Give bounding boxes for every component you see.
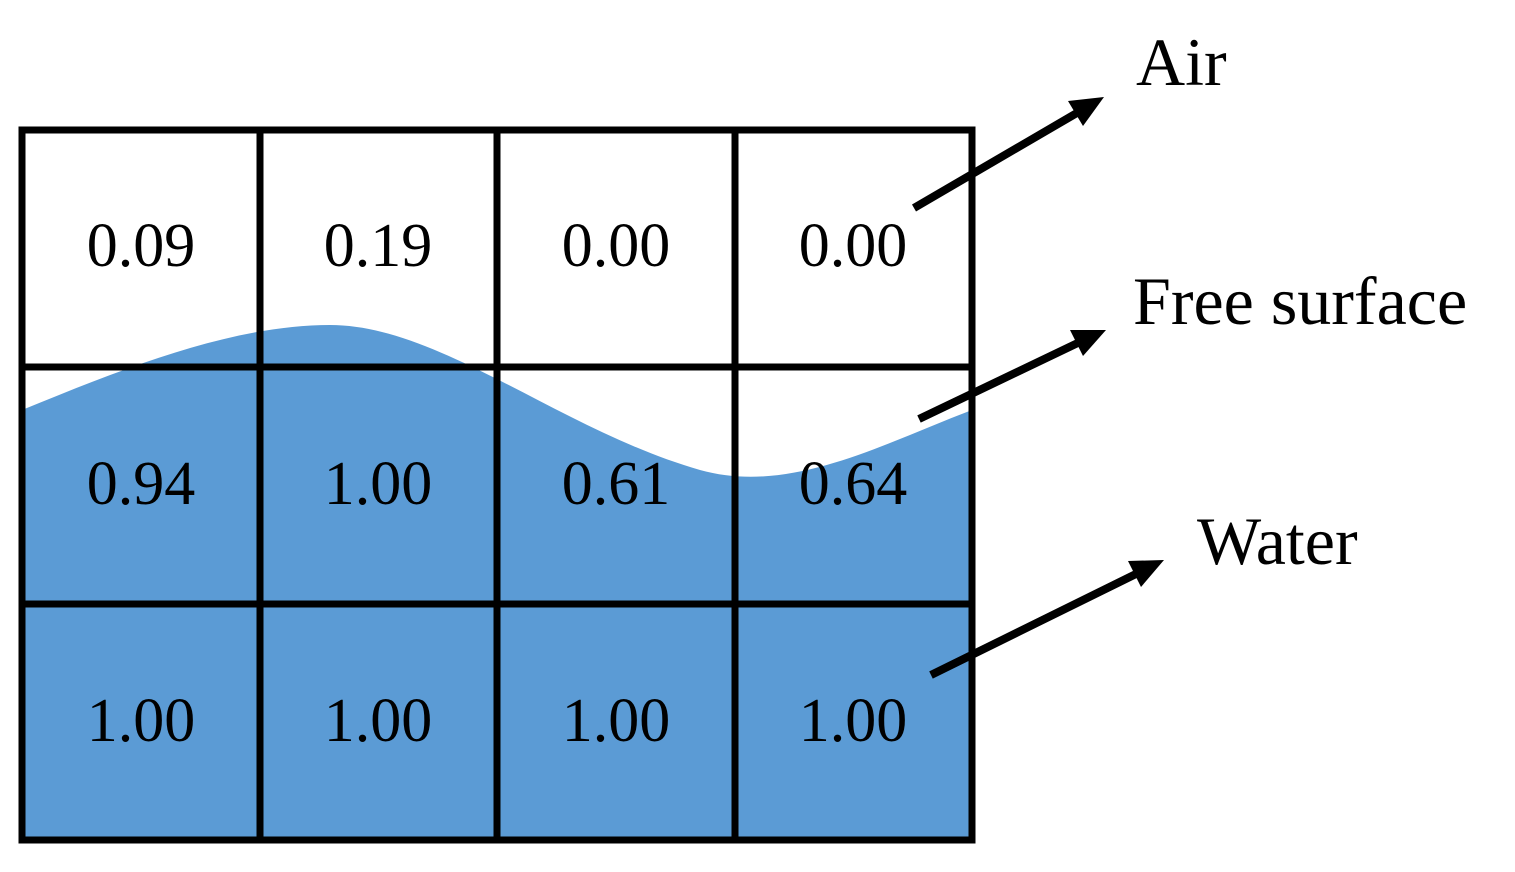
cell-value: 1.00 xyxy=(799,687,908,755)
cell-values: 0.09 0.19 0.00 0.00 0.94 1.00 0.61 0.64 … xyxy=(87,212,908,755)
cell-value: 0.61 xyxy=(562,450,671,518)
cell-value: 1.00 xyxy=(87,687,196,755)
air-label: Air xyxy=(1136,24,1227,100)
cell-value: 1.00 xyxy=(324,450,433,518)
cell-value: 1.00 xyxy=(324,687,433,755)
free-surface-label: Free surface xyxy=(1133,263,1467,339)
cell-value: 0.19 xyxy=(324,212,433,280)
cell-value: 0.94 xyxy=(87,450,196,518)
cell-value: 0.09 xyxy=(87,212,196,280)
cell-value: 0.00 xyxy=(562,212,671,280)
cell-value: 1.00 xyxy=(562,687,671,755)
grid-lines xyxy=(18,126,976,844)
arrows xyxy=(911,97,1164,679)
free-surface-arrow xyxy=(917,330,1106,423)
air-arrow xyxy=(911,97,1104,212)
labels: Air Free surface Water xyxy=(1133,24,1467,579)
water-label: Water xyxy=(1197,503,1358,579)
cell-value: 0.64 xyxy=(799,450,908,518)
water-arrow xyxy=(929,560,1164,679)
cell-value: 0.00 xyxy=(799,212,908,280)
